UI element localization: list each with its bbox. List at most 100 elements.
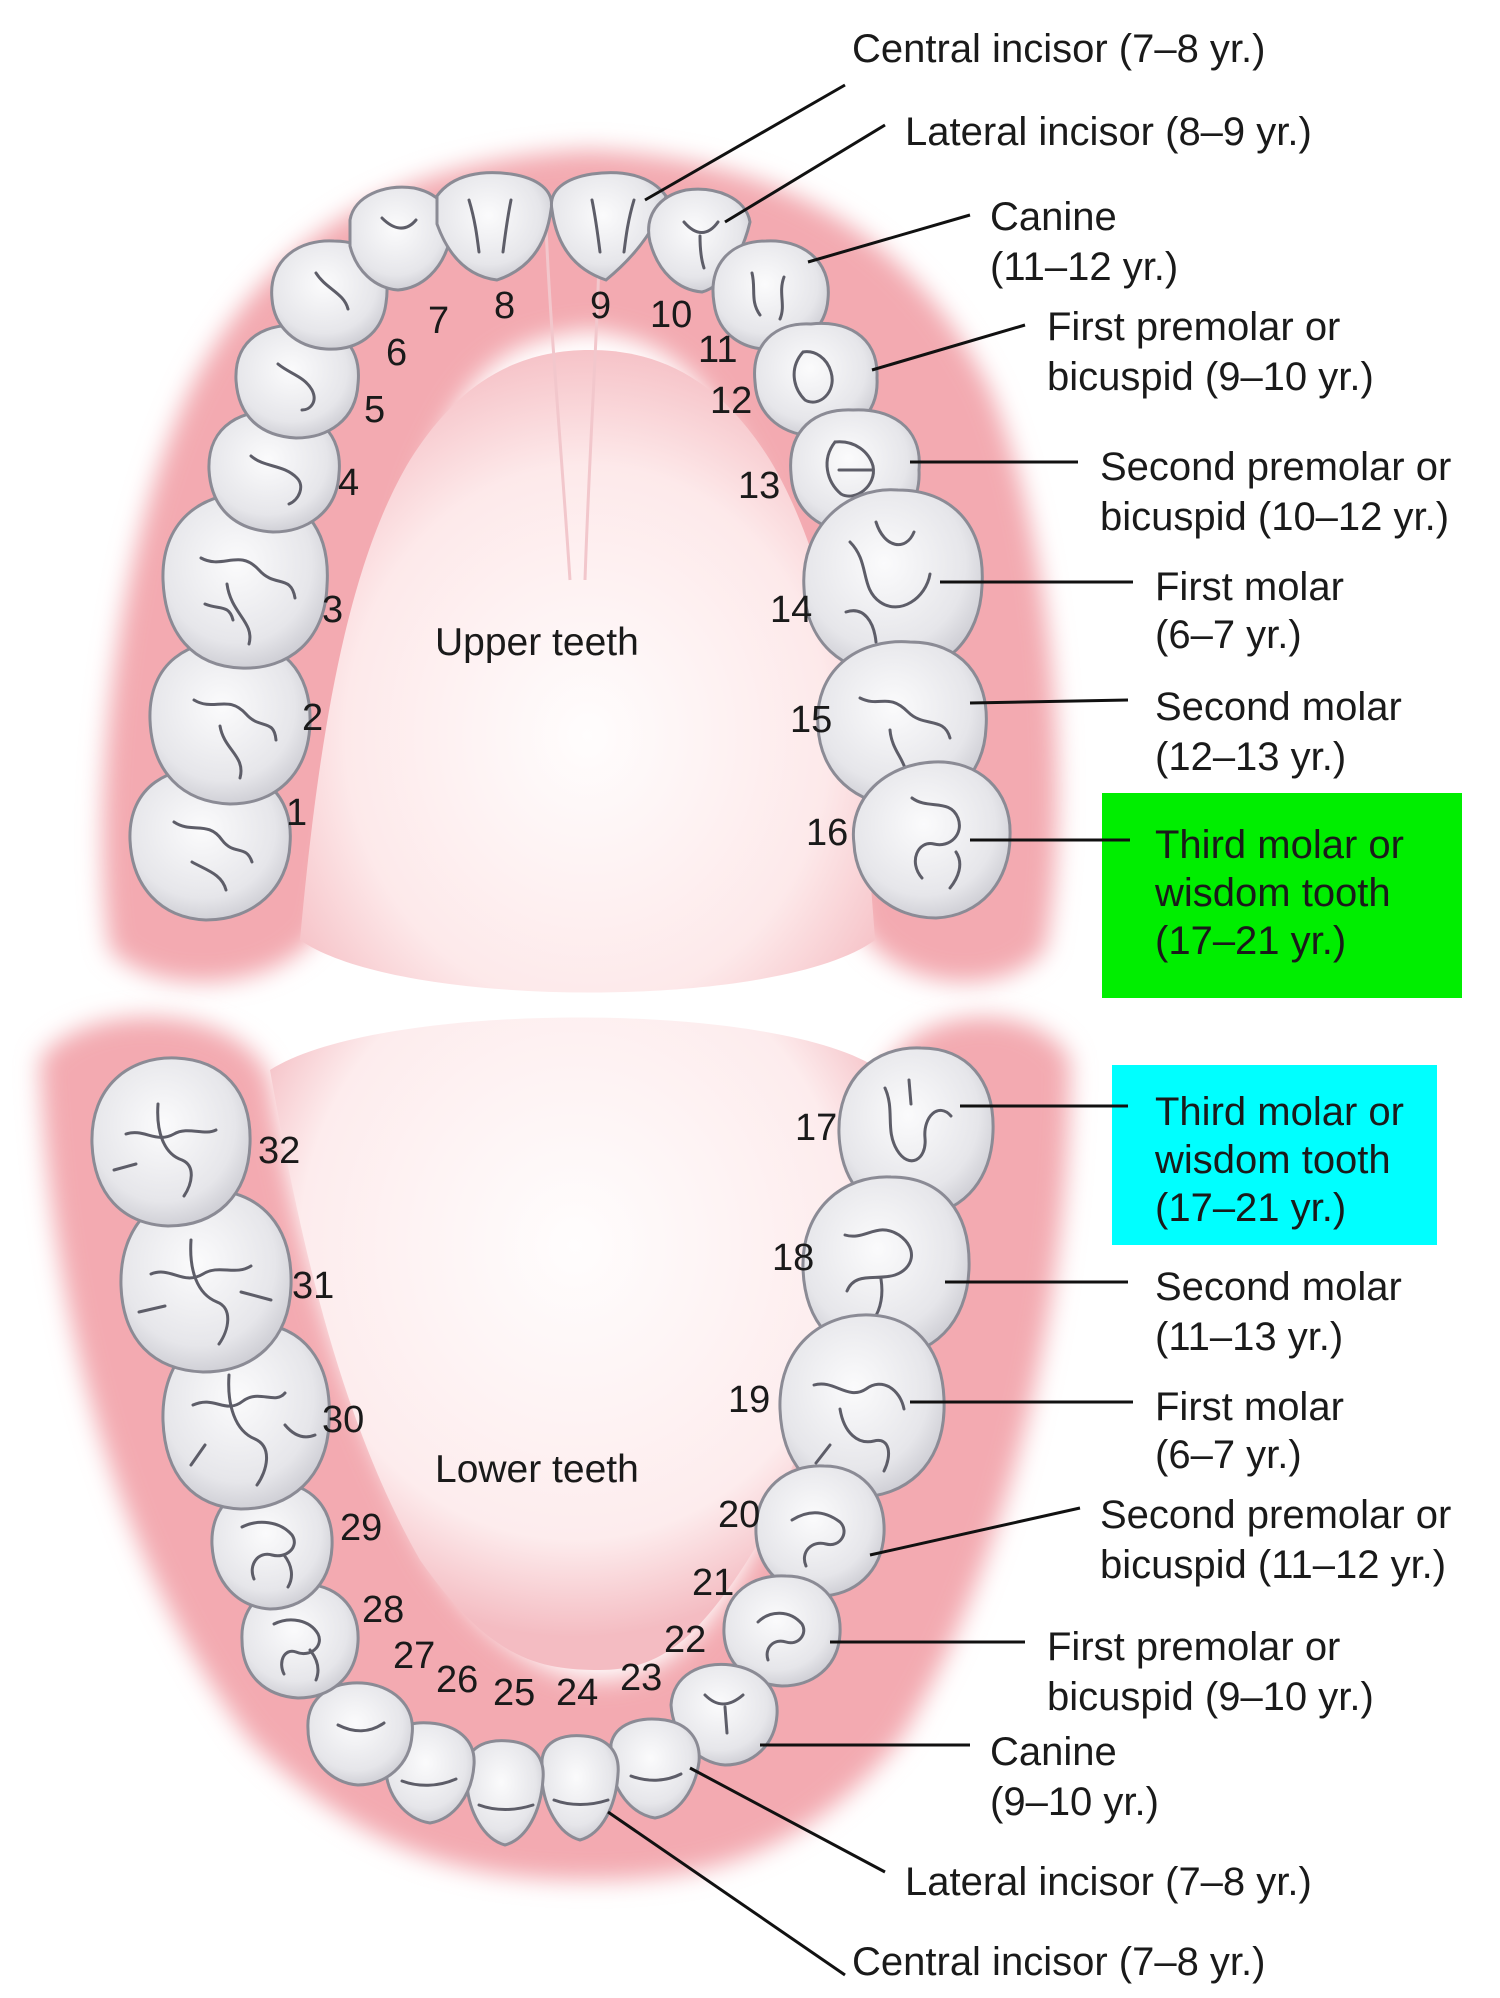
label-lower-canine: Canine (9–10 yr.)	[990, 1730, 1159, 1824]
label-line: (12–13 yr.)	[1155, 735, 1346, 779]
tooth-12[interactable]	[753, 321, 879, 438]
tooth-number: 10	[650, 294, 692, 336]
label-lower-second-premolar: Second premolar or bicuspid (11–12 yr.)	[1100, 1493, 1462, 1587]
label-line: (6–7 yr.)	[1155, 1433, 1302, 1477]
tooth-3[interactable]	[161, 492, 329, 670]
upper-teeth	[128, 171, 1012, 922]
label-line: Second premolar or	[1100, 1493, 1451, 1537]
label-upper-first-molar: First molar (6–7 yr.)	[1155, 565, 1355, 657]
tooth-number: 25	[493, 1672, 535, 1714]
tooth-number: 15	[790, 699, 832, 741]
tooth-number: 18	[772, 1237, 814, 1279]
label-line: (9–10 yr.)	[990, 1780, 1159, 1824]
label-line: (17–21 yr.)	[1155, 919, 1346, 963]
leader-upper-central-incisor	[644, 83, 846, 202]
label-upper-first-premolar: First premolar or bicuspid (9–10 yr.)	[1047, 305, 1374, 399]
label-line: First premolar or	[1047, 305, 1340, 349]
label-lower-third-molar: Third molar or wisdom tooth (17–21 yr.)	[1154, 1090, 1415, 1230]
tooth-25[interactable]	[465, 1739, 545, 1847]
label-lower-first-premolar: First premolar or bicuspid (9–10 yr.)	[1047, 1625, 1374, 1719]
label-line: (11–13 yr.)	[1155, 1315, 1343, 1359]
upper-teeth-title: Upper teeth	[435, 621, 639, 664]
leader-lower-central-incisor	[607, 1810, 846, 1977]
label-line: Canine	[990, 1730, 1117, 1774]
label-line: (11–12 yr.)	[990, 245, 1178, 289]
tooth-number: 8	[494, 285, 515, 327]
leader-upper-second-molar	[969, 698, 1129, 705]
label-line: Second premolar or	[1100, 445, 1451, 489]
tooth-number: 21	[692, 1562, 734, 1604]
label-line: bicuspid (11–12 yr.)	[1100, 1543, 1446, 1587]
tooth-27[interactable]	[306, 1681, 414, 1787]
label-upper-canine: Canine (11–12 yr.)	[990, 195, 1178, 289]
tooth-11[interactable]	[711, 239, 830, 351]
tooth-number: 5	[364, 389, 385, 431]
leader-lower-lateral-incisor	[689, 1766, 886, 1874]
leader-upper-canine	[807, 213, 971, 264]
label-line: Second molar	[1155, 685, 1402, 729]
tooth-24[interactable]	[540, 1734, 620, 1842]
label-upper-second-premolar: Second premolar or bicuspid (10–12 yr.)	[1100, 445, 1462, 539]
label-line: Central incisor (7–8 yr.)	[852, 1940, 1265, 1984]
upper-palate	[300, 350, 875, 993]
tooth-21[interactable]	[722, 1574, 842, 1688]
label-lower-second-molar: Second molar (11–13 yr.)	[1155, 1265, 1413, 1359]
tooth-9[interactable]	[549, 171, 668, 282]
tooth-number: 30	[322, 1399, 364, 1441]
label-upper-third-molar: Third molar or wisdom tooth (17–21 yr.)	[1154, 823, 1415, 963]
tooth-32[interactable]	[90, 1056, 252, 1228]
label-line: bicuspid (9–10 yr.)	[1047, 1675, 1374, 1719]
label-line: Lateral incisor (7–8 yr.)	[905, 1860, 1312, 1904]
label-line: First premolar or	[1047, 1625, 1340, 1669]
label-upper-second-molar: Second molar (12–13 yr.)	[1155, 685, 1413, 779]
tooth-23[interactable]	[609, 1717, 701, 1820]
tooth-number: 17	[795, 1107, 837, 1149]
highlight-lower-third-molar	[1112, 1065, 1437, 1245]
leader-upper-first-premolar	[871, 323, 1026, 372]
label-line: First molar	[1155, 1385, 1344, 1429]
label-line: Third molar or	[1155, 1090, 1404, 1134]
label-line: (17–21 yr.)	[1155, 1186, 1346, 1230]
tooth-number: 4	[338, 462, 359, 504]
tooth-number: 19	[728, 1379, 770, 1421]
lower-floor	[270, 1017, 880, 1670]
label-line: Third molar or	[1155, 823, 1404, 867]
label-lower-lateral-incisor: Lateral incisor (7–8 yr.)	[905, 1860, 1312, 1904]
tooth-number: 9	[590, 285, 611, 327]
label-upper-central-incisor: Central incisor (7–8 yr.)	[852, 27, 1265, 71]
tooth-22[interactable]	[669, 1662, 779, 1767]
tooth-number: 1	[286, 792, 307, 834]
label-line: Lateral incisor (8–9 yr.)	[905, 110, 1312, 154]
tooth-number: 24	[556, 1672, 598, 1714]
tooth-number: 7	[428, 300, 449, 342]
tooth-number: 26	[436, 1659, 478, 1701]
tooth-number: 29	[340, 1507, 382, 1549]
tooth-number: 14	[770, 589, 812, 631]
lower-labels: Third molar or wisdom tooth (17–21 yr.) …	[852, 1090, 1462, 1984]
upper-tooth-numbers: 1 2 3 4 5 6 7 8 9 10 11 12 13 14 15 16	[286, 285, 848, 854]
lower-teeth	[90, 1046, 995, 1847]
tooth-16[interactable]	[851, 760, 1012, 920]
tooth-number: 32	[258, 1130, 300, 1172]
upper-labels: Central incisor (7–8 yr.) Lateral inciso…	[852, 27, 1462, 963]
label-line: Canine	[990, 195, 1117, 239]
label-line: wisdom tooth	[1154, 1138, 1391, 1182]
tooth-number: 6	[386, 332, 407, 374]
tooth-number: 23	[620, 1657, 662, 1699]
tooth-number: 12	[710, 380, 752, 422]
leader-lower-second-premolar	[869, 1506, 1081, 1557]
lower-tooth-numbers: 17 18 19 20 21 22 23 24 25 26 27 28 29 3…	[258, 1107, 837, 1714]
tooth-number: 20	[718, 1494, 760, 1536]
leader-upper-lateral-incisor	[724, 123, 886, 224]
label-line: wisdom tooth	[1154, 871, 1391, 915]
tooth-5[interactable]	[234, 323, 360, 440]
tooth-4[interactable]	[207, 409, 341, 534]
leader-lines	[607, 83, 1133, 1977]
label-lower-first-molar: First molar (6–7 yr.)	[1155, 1385, 1355, 1477]
tooth-number: 2	[302, 697, 323, 739]
tooth-number: 22	[664, 1619, 706, 1661]
label-line: (6–7 yr.)	[1155, 613, 1302, 657]
tooth-number: 3	[322, 589, 343, 631]
